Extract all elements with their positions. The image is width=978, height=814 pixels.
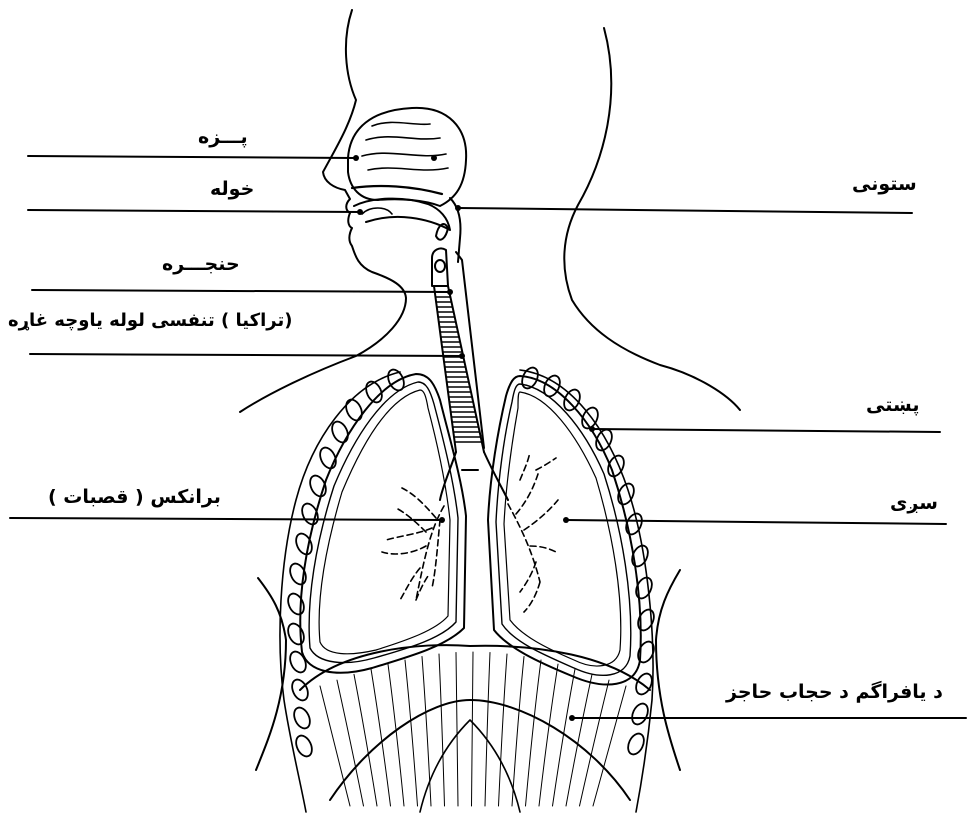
rib-section (343, 397, 365, 423)
rib-section (629, 701, 651, 727)
leader-trachea (30, 354, 462, 356)
oral-cavity (354, 199, 450, 230)
diaphragm-lower (330, 700, 630, 800)
diaphragm-fiber (405, 660, 418, 806)
diaphragm-fiber (354, 674, 377, 806)
diaphragm-fiber (320, 686, 350, 806)
diaphragm-fiber (553, 669, 576, 806)
label-mouth: خوله (210, 180, 254, 199)
rib-section (307, 473, 329, 499)
rib-section (561, 387, 583, 413)
diaphragm-fiber (580, 680, 610, 806)
leader-mouth (28, 210, 360, 212)
rib-section (385, 367, 407, 393)
label-diaphragm: د یافراگم د حجاب حاجز (726, 683, 943, 702)
leader-lines (10, 156, 966, 718)
tongue (362, 208, 392, 214)
diaphragm-fiber (337, 680, 364, 806)
diaphragm-fiber (456, 653, 458, 806)
rib-section (287, 649, 309, 675)
rib-section (291, 705, 313, 731)
diaphragm-fiber (526, 660, 542, 806)
rib-section (317, 445, 339, 471)
rib-section (293, 733, 315, 759)
rib-section (285, 621, 307, 647)
leader-bronchi (10, 518, 442, 520)
diaphragm-fibers (320, 652, 626, 806)
leader-ribs (592, 429, 940, 432)
diaphragm-fiber (539, 664, 558, 806)
left-ribs (285, 367, 407, 759)
rib-section (623, 511, 645, 537)
hard-palate (352, 186, 442, 194)
back-of-head (564, 28, 740, 410)
rib-section (635, 607, 657, 633)
label-larynx: حنجـــره (162, 255, 240, 274)
rib-section (625, 731, 647, 757)
rib-section (285, 591, 307, 617)
rib-section (293, 531, 315, 557)
chest-wall-left (280, 372, 400, 812)
esophagus (456, 252, 484, 448)
leader-lung (566, 520, 946, 524)
label-ribs: پښتی (866, 396, 919, 415)
nasal-conchae (362, 122, 448, 170)
leader-pharynx (458, 208, 912, 213)
diaphragm-fiber (512, 657, 524, 806)
leader-dots (353, 155, 595, 721)
label-nose: پـــزه (198, 128, 248, 147)
right-lung-pleura-1 (496, 384, 631, 675)
chest-wall-right (520, 370, 653, 812)
body-outline-right (656, 570, 680, 770)
label-pharynx: ستونی (852, 175, 917, 194)
right-lung (488, 376, 641, 684)
left-lung-pleura-2 (319, 390, 450, 654)
central-tendon (420, 720, 520, 812)
diaphragm-fiber (499, 654, 508, 806)
right-lung-pleura-2 (504, 392, 621, 666)
label-trachea: (تراکیا ) تنفسی لوله یاوچه غاړه (8, 312, 292, 330)
diaphragm-fiber (485, 653, 490, 806)
left-lung (300, 374, 466, 673)
bronchial-tree (382, 452, 558, 612)
diaphragm-fiber (566, 674, 592, 806)
rib-section (605, 453, 627, 479)
leader-nose (28, 156, 356, 158)
diaphragm-fiber (472, 652, 474, 806)
label-bronchi: برانکس ( قصبات ) (48, 488, 221, 507)
label-lung: سږی (890, 494, 938, 513)
diaphragm-fiber (439, 654, 445, 806)
leader-larynx (32, 290, 450, 292)
